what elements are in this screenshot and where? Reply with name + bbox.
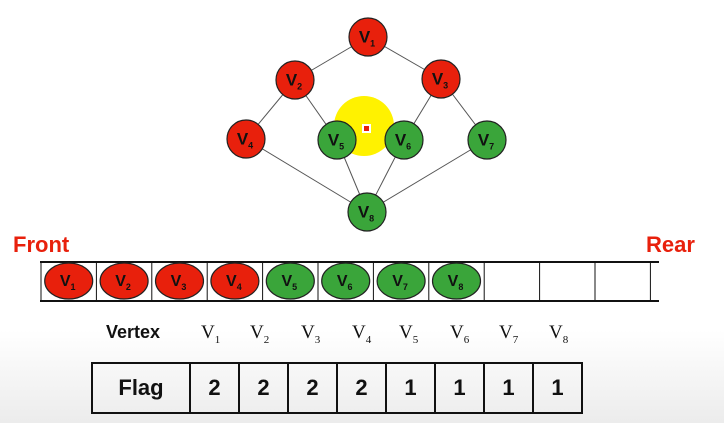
vertex-node-v3: V3 [421,59,461,99]
vertex-node-v5-circle [317,120,357,160]
vertex-node-v1: V1 [348,17,388,57]
queue-item-8-circle [431,262,482,300]
flag-cell-8: 1 [532,362,583,414]
queue-item-1: V1 [44,262,94,300]
vertex-col-3: V3 [301,322,321,346]
queue-item-5: V5 [265,262,315,300]
vertex-node-v4-circle [226,119,266,159]
queue-item-4: V4 [210,262,260,300]
queue-empty-slot [540,262,595,301]
flag-cell-3: 2 [287,362,338,414]
vertex-node-v8: V8 [347,192,387,232]
edge-V4-V8 [245,138,368,213]
queue-item-5-circle [265,262,315,300]
queue-item-2-circle [99,262,149,300]
queue-item-6-circle [321,262,371,300]
queue-item-4-circle [210,262,260,300]
vertex-node-v8-circle [347,192,387,232]
flag-cell-7: 1 [483,362,534,414]
queue-item-3: V3 [154,262,205,300]
vertex-col-5: V5 [399,322,419,346]
queue-item-2: V2 [99,262,149,300]
flag-cell-5: 1 [385,362,436,414]
edge-V7-V8 [366,139,488,213]
queue-item-6: V6 [321,262,371,300]
vertex-node-v4: V4 [226,119,266,159]
vertex-col-1: V1 [201,322,221,346]
queue-item-7: V7 [376,262,426,300]
vertex-node-v2: V2 [275,60,315,100]
flag-cell-4: 2 [336,362,387,414]
flag-header: Flag [91,362,191,414]
queue-item-1-circle [44,262,94,300]
front-label: Front [13,232,70,257]
queue-item-3-circle [154,262,205,300]
flag-cell-1: 2 [189,362,240,414]
vertex-row: Vertex V1 V2 V3 V4 V5 V6 V7 V8 [0,322,724,348]
vertex-node-v3-circle [421,59,461,99]
queue-empty-slot [484,262,539,301]
vertex-header: Vertex [106,322,161,342]
queue-item-8: V8 [431,262,482,300]
vertex-node-v2-circle [275,60,315,100]
flag-cell-6: 1 [434,362,485,414]
cursor-marker [364,126,369,131]
vertex-node-v1-circle [348,17,388,57]
vertex-node-v5: V5 [317,120,357,160]
vertex-col-7: V7 [499,322,519,346]
vertex-col-4: V4 [352,322,372,346]
vertex-node-v6-circle [384,120,424,160]
flag-cell-2: 2 [238,362,289,414]
queue-empty-slot [595,262,650,301]
vertex-col-2: V2 [250,322,270,346]
vertex-node-v6: V6 [384,120,424,160]
vertex-col-8: V8 [549,322,569,346]
vertex-node-v7: V7 [467,120,507,160]
vertex-node-v7-circle [467,120,507,160]
queue-item-7-circle [376,262,426,300]
rear-label: Rear [646,232,695,257]
vertex-col-6: V6 [450,322,470,346]
